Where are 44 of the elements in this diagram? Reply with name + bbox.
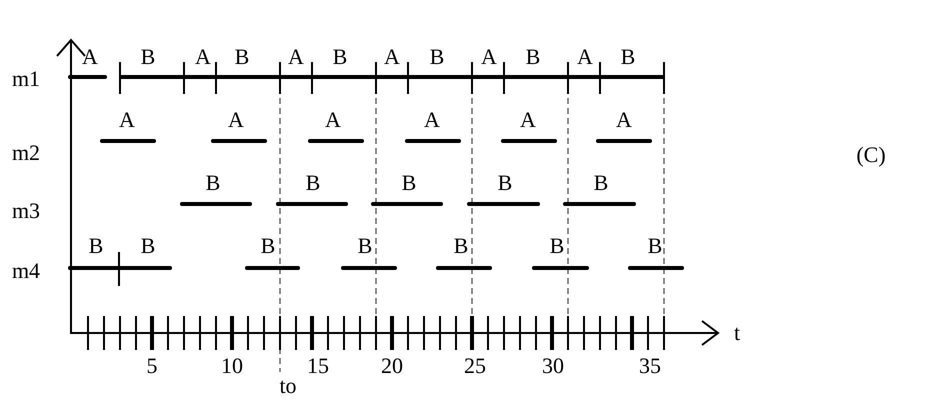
- chart-label: to: [279, 375, 297, 397]
- chart-label: 30: [542, 355, 564, 377]
- chart-label: A: [288, 46, 304, 68]
- chart-label: A: [577, 46, 593, 68]
- chart-label: m1: [12, 68, 40, 90]
- chart-label: A: [520, 109, 536, 131]
- chart-label: A: [481, 46, 497, 68]
- chart-label: m3: [12, 200, 40, 222]
- chart-label: 25: [464, 355, 486, 377]
- chart-label: B: [550, 235, 564, 257]
- chart-label: A: [119, 109, 135, 131]
- chart-label: A: [82, 46, 98, 68]
- chart-label: A: [325, 109, 341, 131]
- chart-label: t: [734, 322, 740, 344]
- chart-label: B: [332, 46, 348, 68]
- chart-label: B: [620, 46, 636, 68]
- chart-label: B: [402, 172, 416, 194]
- chart-label: B: [430, 46, 444, 68]
- chart-label: m4: [12, 260, 40, 282]
- chart-label: 35: [639, 355, 661, 377]
- chart-label: B: [206, 172, 220, 194]
- chart-label: B: [358, 235, 372, 257]
- chart-label: B: [260, 235, 276, 257]
- chart-label: B: [140, 46, 156, 68]
- chart-label: B: [306, 172, 320, 194]
- chart-label: A: [424, 109, 440, 131]
- chart-label: B: [648, 235, 662, 257]
- chart-label: 20: [381, 355, 403, 377]
- chart-label: B: [454, 235, 468, 257]
- chart-label: A: [384, 46, 400, 68]
- chart-label: 10: [221, 355, 243, 377]
- chart-label: m2: [12, 142, 40, 164]
- chart-label: B: [234, 46, 250, 68]
- chart-label: B: [526, 46, 540, 68]
- chart-label: A: [195, 46, 211, 68]
- chart-label: (C): [856, 144, 886, 166]
- chart-label: A: [616, 109, 632, 131]
- chart-label: B: [140, 235, 156, 257]
- chart-label: A: [228, 109, 244, 131]
- chart-label: 15: [307, 355, 329, 377]
- chart-label: B: [498, 172, 512, 194]
- chart-label: B: [594, 172, 608, 194]
- chart-label: B: [88, 235, 104, 257]
- chart-label: 5: [146, 355, 158, 377]
